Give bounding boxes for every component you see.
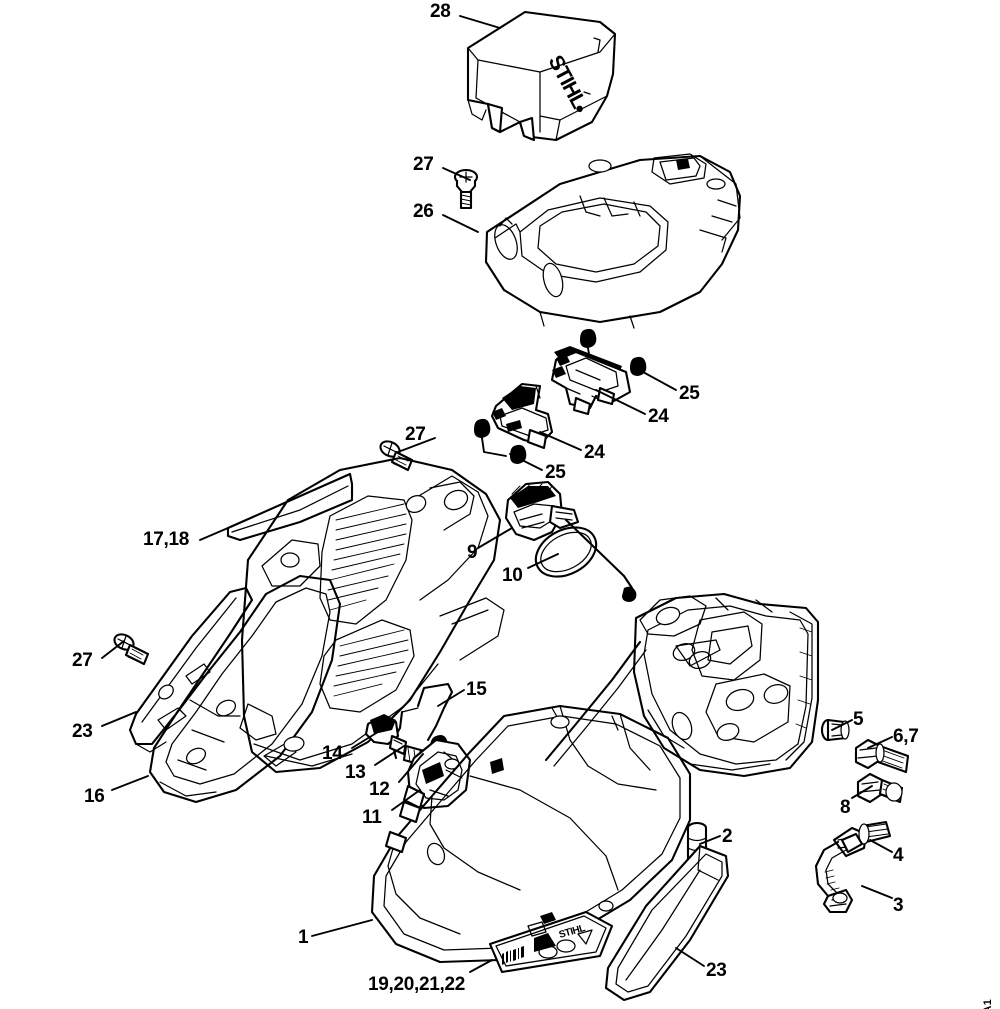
callout-24: 24 [648, 406, 669, 427]
leader-5 [831, 719, 853, 731]
callout-19-20-21-22: 19,20,21,22 [368, 974, 466, 995]
part-16-handle-frame [148, 574, 342, 804]
leader-10 [527, 553, 559, 569]
leader-26 [442, 214, 479, 233]
callout-1: 1 [298, 927, 309, 948]
engine-crankcase-block [544, 592, 820, 778]
callout-16: 16 [84, 786, 105, 807]
part-24-bracket-lower [490, 382, 554, 450]
leader-15 [437, 689, 465, 707]
part-27-screw-lower [113, 633, 150, 666]
callout-23: 23 [706, 960, 727, 981]
leader-28 [459, 15, 501, 29]
callout-8: 8 [840, 797, 851, 818]
part-6-7-bolt [854, 738, 910, 774]
callout-27: 27 [72, 650, 93, 671]
leader-27 [442, 167, 471, 181]
decal-barcode [502, 946, 524, 965]
part-10-o-ring [534, 526, 598, 578]
callout-25: 25 [545, 462, 566, 483]
part-14-adjuster [364, 714, 408, 756]
leader-25 [631, 365, 677, 391]
callout-12: 12 [369, 779, 390, 800]
callout-3: 3 [893, 895, 904, 916]
callout-24: 24 [584, 442, 605, 463]
leader-24 [539, 431, 582, 451]
leader-1 [311, 919, 373, 937]
leader-23 [101, 711, 137, 727]
leader-9 [477, 527, 513, 549]
leader-27 [397, 437, 436, 453]
part-8-screw [856, 772, 904, 804]
callout-27: 27 [405, 424, 426, 445]
callout-6-7: 6,7 [893, 726, 919, 747]
leader-8 [851, 785, 873, 799]
part-19-22-decal: STIHL [488, 910, 614, 974]
callout-17-18: 17,18 [143, 529, 190, 550]
leader-11 [391, 789, 421, 811]
leader-25 [509, 453, 543, 471]
leader-3 [861, 885, 893, 899]
callout-26: 26 [413, 201, 434, 222]
callout-9: 9 [467, 542, 478, 563]
callout-13: 13 [345, 762, 366, 783]
leader-14 [351, 731, 379, 749]
leader-19-20-21-22 [469, 959, 493, 973]
leader-6-7 [867, 736, 893, 749]
callout-2: 2 [722, 826, 733, 847]
leader-2 [699, 835, 721, 845]
leader-12 [398, 753, 424, 783]
callout-5: 5 [853, 709, 864, 730]
drawing-number: 1250-GET-0003-A1 [982, 999, 994, 1009]
part-17-18-pad [226, 472, 354, 542]
callout-10: 10 [502, 565, 523, 586]
part-28-top-cover: STIHL [466, 10, 617, 142]
leader-4 [869, 839, 893, 853]
callout-14: 14 [322, 743, 343, 764]
leader-24 [595, 389, 646, 415]
callout-15: 15 [466, 679, 487, 700]
leader-23 [675, 947, 705, 967]
callout-leader-lines [101, 15, 893, 973]
leader-17-18 [199, 527, 229, 541]
callout-11: 11 [362, 807, 382, 828]
callout-27: 27 [413, 154, 434, 175]
part-3-oil-hose [814, 832, 864, 914]
part-23-cover-strip-right [604, 844, 730, 1002]
callout-23: 23 [72, 721, 93, 742]
callout-4: 4 [893, 845, 904, 866]
part-27-screw-top [453, 168, 479, 210]
leader-16 [111, 775, 149, 791]
callout-25: 25 [679, 383, 700, 404]
leader-13 [374, 745, 405, 766]
part-10-pin [622, 586, 637, 602]
part-9-pump [504, 480, 634, 590]
leader-27 [101, 640, 125, 659]
callout-28: 28 [430, 1, 451, 22]
part-23-cover-strip-left [128, 586, 254, 753]
main-housing-assembly [240, 456, 505, 774]
part-25-clip-lower-a [474, 418, 507, 457]
part-24-bracket-upper [550, 346, 632, 416]
part-26-shroud [484, 153, 742, 329]
